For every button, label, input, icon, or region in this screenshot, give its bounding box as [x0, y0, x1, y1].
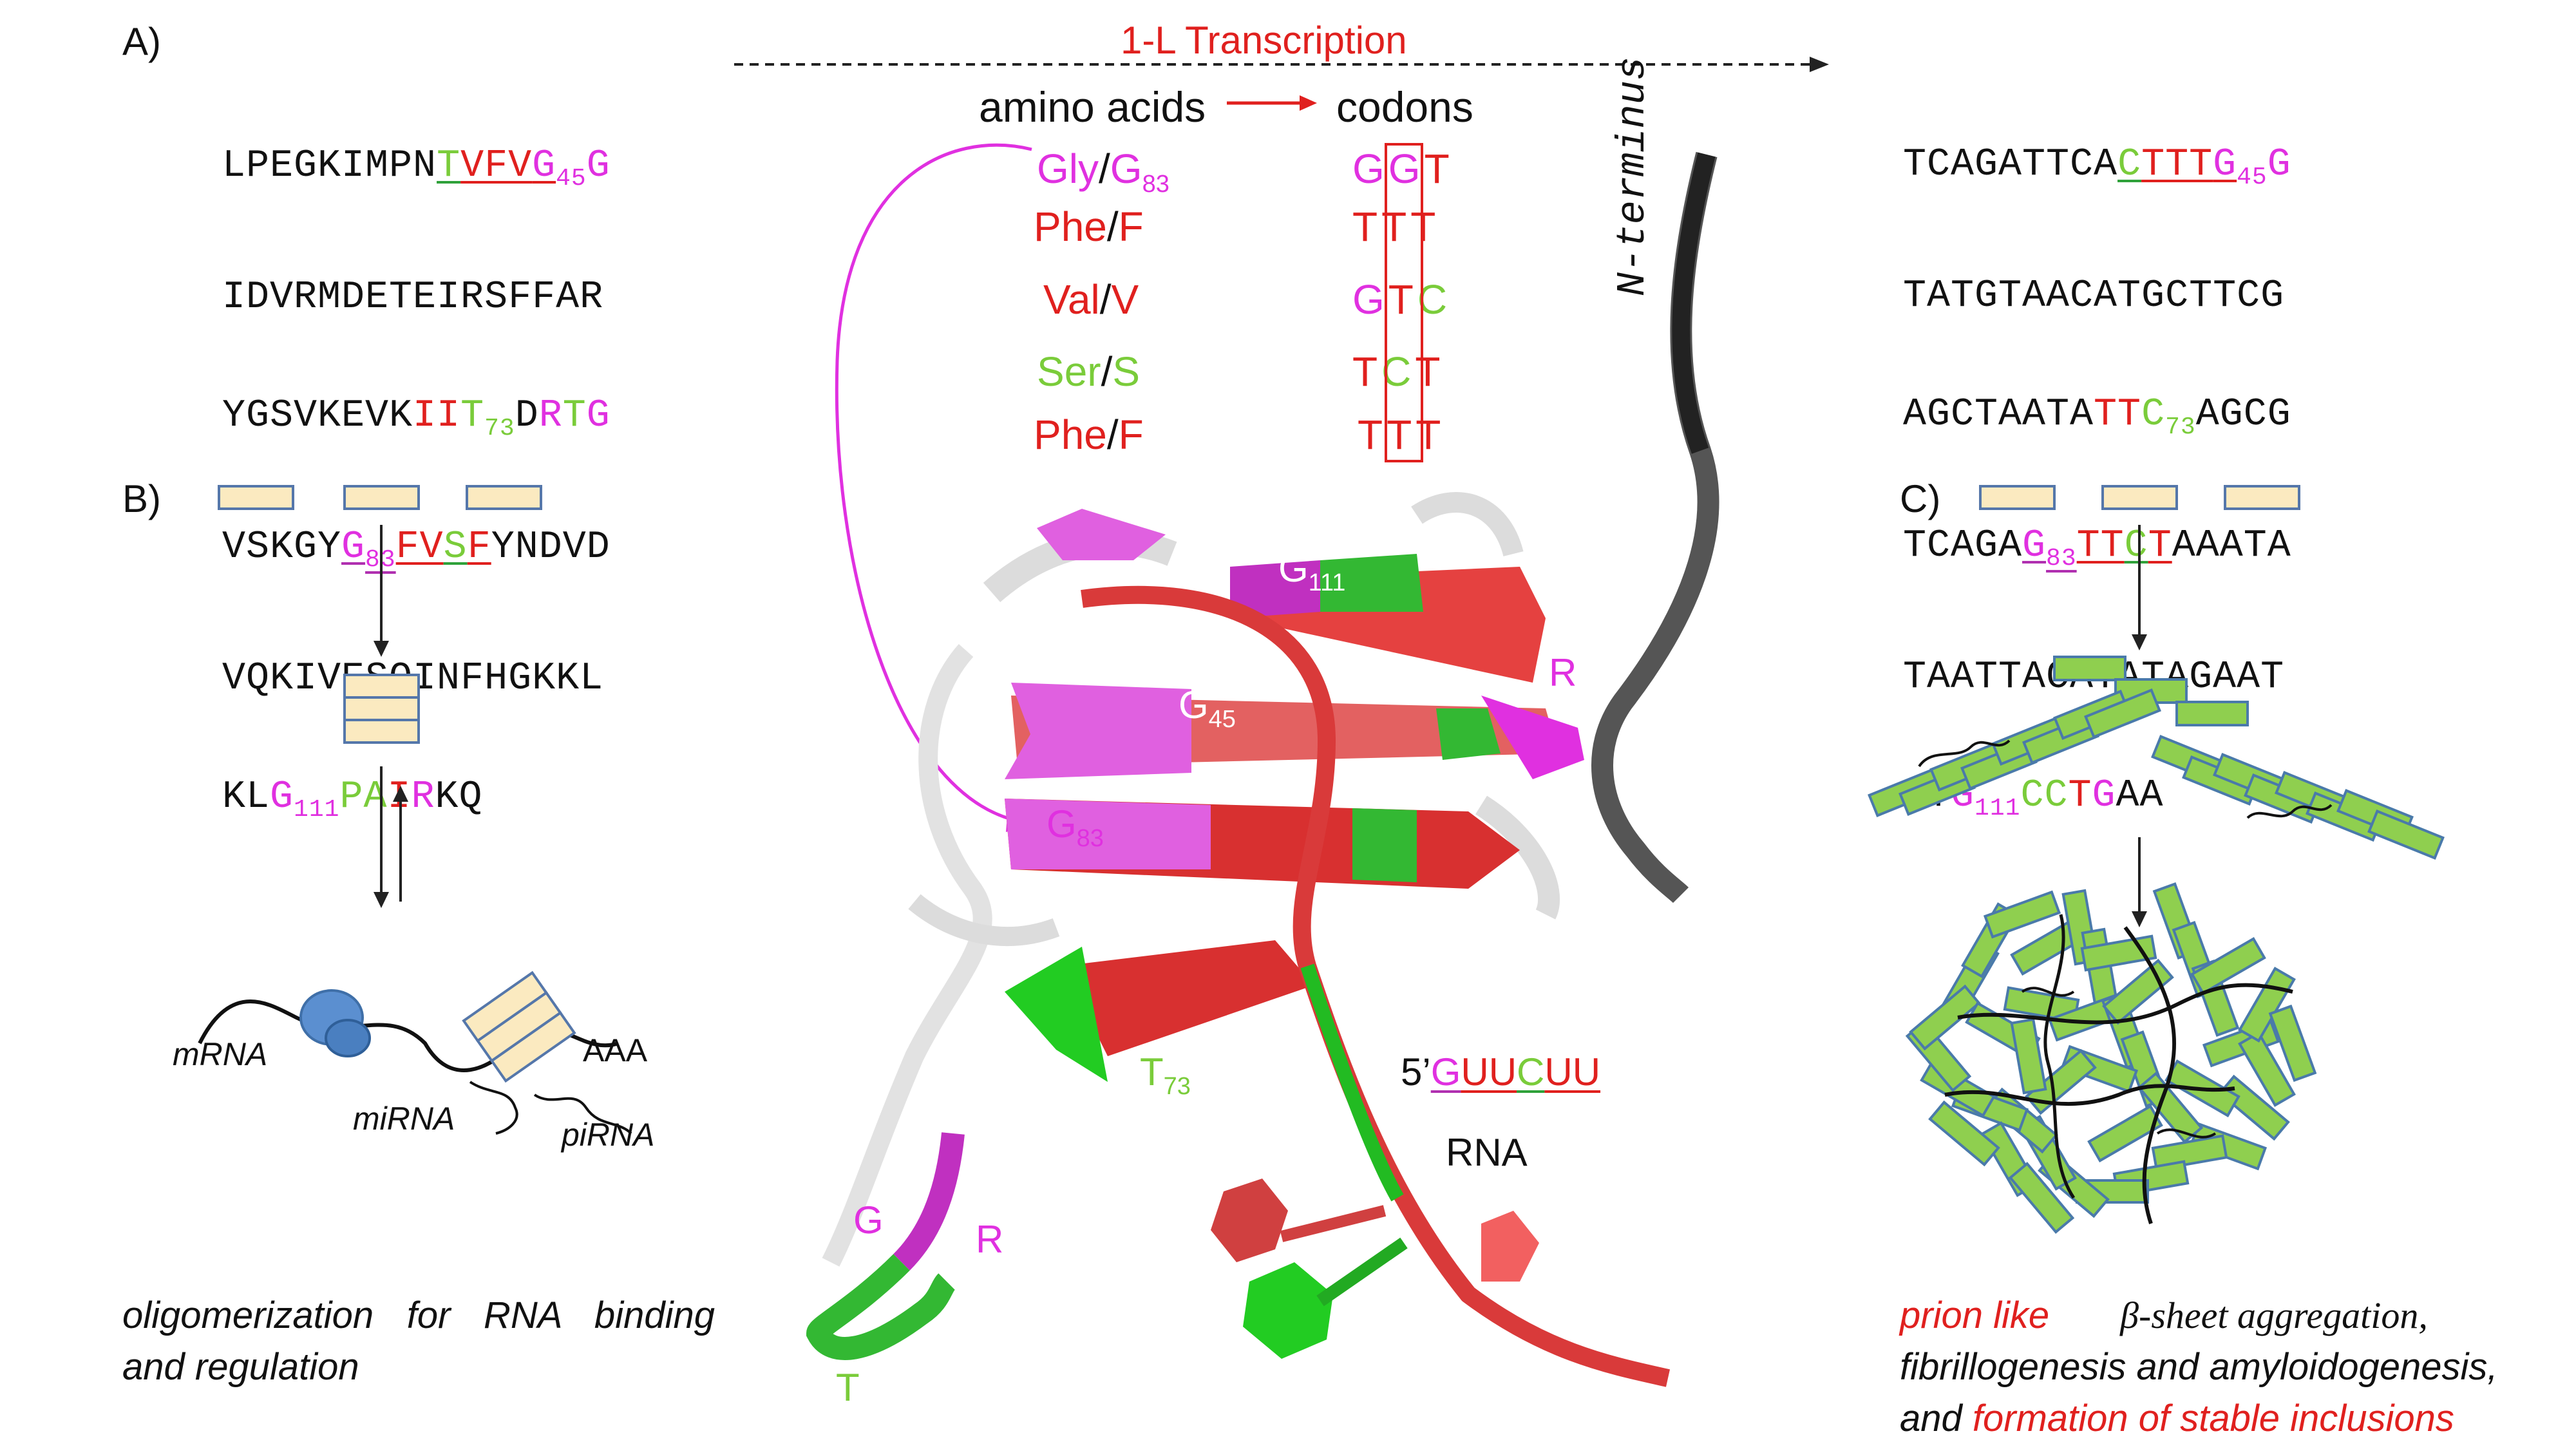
- trimer-3: [343, 719, 420, 744]
- monomer-3: [466, 485, 542, 510]
- panel-b-caption-1: oligomerization for RNA binding: [122, 1294, 715, 1336]
- codon-row-5: TTT: [1358, 412, 1445, 458]
- panel-c-caption-2: fibrillogenesis and amyloidogenesis,: [1900, 1346, 2498, 1388]
- dna-line-3: AGCTAATATTC73AGCG: [1903, 393, 2291, 441]
- protein-line-1: LPEGKIMPNTVFVG45G: [222, 144, 611, 193]
- fibril-brick: [1928, 1100, 2000, 1167]
- fibril-brick: [2367, 810, 2445, 860]
- rna-base-green: [1243, 1262, 1333, 1359]
- rna-sequence-label: 5’GUUCUU: [1401, 1050, 1601, 1094]
- strand-t73: [1063, 940, 1314, 1056]
- rna-label: RNA: [1446, 1131, 1528, 1174]
- rna-base-red: [1211, 1179, 1288, 1262]
- dna-line-4: TCAGAG83TTCTAAATA: [1903, 524, 2291, 573]
- t73-label: T73: [1140, 1050, 1191, 1100]
- monomer-1: [218, 485, 294, 510]
- c-monomer-2: [2101, 485, 2178, 510]
- loop-left: [822, 644, 992, 1267]
- pirna-label: piRNA: [562, 1117, 655, 1153]
- trimer-1: [343, 674, 420, 699]
- amino-acids-heading: amino acids: [979, 83, 1206, 131]
- fibril-brick: [2151, 1134, 2228, 1171]
- aa-row-ser: Ser/S: [1037, 348, 1141, 395]
- fibril-brick: [2190, 937, 2266, 995]
- aa-row-phe-2: Phe/F: [1034, 412, 1144, 458]
- panel-b-caption-2: and regulation: [122, 1346, 359, 1388]
- panel-c-caption-3: and formation of stable inclusions: [1900, 1397, 2454, 1439]
- codon-row-3: GTC: [1352, 276, 1452, 323]
- mirna-squiggle: [469, 1081, 518, 1135]
- codon-row-1: GGT: [1352, 146, 1454, 192]
- fibril-brick: [1983, 890, 2061, 939]
- transcription-arrow: [734, 57, 1829, 72]
- fibril-aggregates: [1868, 688, 2445, 1234]
- strand-g45-head: [1005, 683, 1191, 779]
- middle-base-box: [1385, 143, 1423, 462]
- fibril-brick: [2025, 1048, 2097, 1115]
- trimer-2: [343, 696, 420, 721]
- aa-row-phe-1: Phe/F: [1034, 204, 1144, 250]
- t-loop-label: T: [836, 1366, 860, 1409]
- fibril-brick: [2084, 688, 2161, 739]
- fibril-brick: [2238, 1031, 2296, 1107]
- fibril-brick: [2218, 1074, 2290, 1141]
- c-monomer-3: [2224, 485, 2300, 510]
- panel-label-a: A): [122, 20, 161, 63]
- panel-label-c: C): [1900, 477, 1941, 520]
- aa-row-gly: Gly/G83: [1037, 146, 1170, 198]
- fibril-brick: [2008, 1162, 2075, 1234]
- codon-row-4: TCT: [1352, 348, 1444, 395]
- mrna-label: mRNA: [173, 1036, 268, 1072]
- pirna-squiggle: [533, 1094, 632, 1135]
- mirna-label: miRNA: [353, 1101, 455, 1137]
- dna-line-1: TCAGATTCACTTTG45G: [1903, 143, 2291, 191]
- g45-label: G45: [1179, 683, 1236, 733]
- aa-row-val: Val/V: [1043, 276, 1139, 323]
- protein-line-3: YGSVKEVKIIT73DRTG: [222, 394, 611, 442]
- polya-label: AAA: [583, 1032, 648, 1068]
- aa-to-codon-arrow: [1227, 95, 1317, 111]
- r-top-label: R: [1549, 651, 1577, 694]
- protein-line-6: KLG111PAIRKQ: [222, 775, 483, 824]
- fibril-brick: [1909, 984, 1981, 1051]
- protein-line-2: IDVRMDETEIRSFFAR: [222, 276, 604, 319]
- ribosome-small: [325, 1019, 371, 1057]
- monomer-2: [343, 485, 420, 510]
- rna-base-pink: [1481, 1211, 1539, 1282]
- panel-label-b: B): [122, 477, 161, 520]
- g83-label: G83: [1046, 802, 1104, 852]
- dna-line-2: TATGTAACATGCTTCG: [1903, 274, 2285, 318]
- fibril-brick: [2010, 1018, 2047, 1095]
- bound-trimer: [462, 971, 576, 1083]
- r-loop-label: R: [976, 1218, 1004, 1261]
- protein-line-4: VSKGYG83FVSFYNDVD: [222, 526, 611, 574]
- transcription-title: 1-L Transcription: [1121, 19, 1407, 62]
- fibril-brick: [2238, 967, 2296, 1043]
- g111-label: G111: [1278, 547, 1346, 596]
- c-monomer-1: [1979, 485, 2056, 510]
- fibril-brick: [2268, 1004, 2317, 1083]
- g-loop-label: G: [853, 1198, 884, 1242]
- codons-heading: codons: [1336, 83, 1473, 131]
